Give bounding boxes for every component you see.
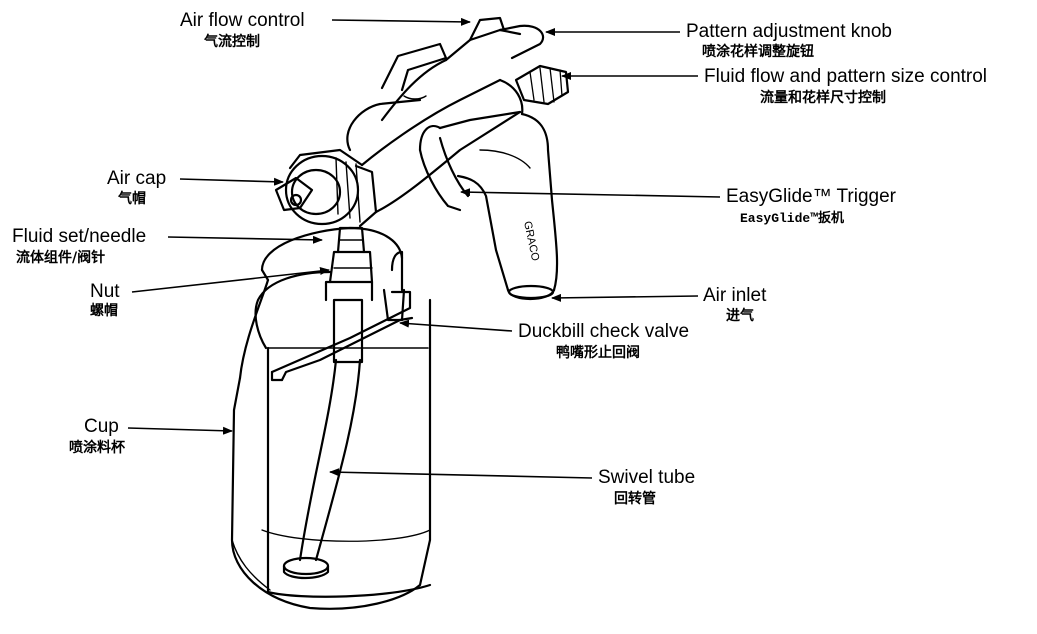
label-fluid-set-needle: Fluid set/needle — [12, 226, 147, 247]
label-cup-zh: 喷涂料杯 — [69, 440, 125, 456]
label-easyglide-trigger-zh: EasyGlide™扳机 — [740, 211, 845, 226]
leader-nut — [131, 267, 330, 293]
label-pattern-adjustment-knob: Pattern adjustment knob — [686, 21, 892, 42]
label-cup: Cup — [84, 416, 119, 437]
label-duckbill-check-valve-zh: 鸭嘴形止回阀 — [556, 345, 640, 361]
leader-air-flow-control — [331, 17, 471, 26]
nut-assembly — [324, 226, 406, 364]
callout-lines — [127, 17, 721, 479]
swivel-tube — [282, 358, 362, 580]
label-air-cap: Air cap — [107, 168, 167, 189]
label-duckbill-check-valve: Duckbill check valve — [518, 321, 690, 342]
label-air-inlet-zh: 进气 — [726, 308, 754, 324]
label-air-flow-control-zh: 气流控制 — [204, 34, 260, 50]
label-air-flow-control: Air flow control — [180, 10, 305, 31]
leader-fluid-set-needle — [167, 235, 323, 244]
brand-mark: GRACO — [521, 220, 541, 262]
gun-head — [274, 16, 570, 228]
cup-body — [230, 226, 432, 610]
label-fluid-flow-control: Fluid flow and pattern size control — [704, 66, 988, 87]
leader-duckbill-check-valve — [399, 319, 513, 332]
leader-swivel-tube — [329, 468, 593, 479]
label-nut-zh: 螺帽 — [90, 303, 118, 319]
label-easyglide-trigger: EasyGlide™ Trigger — [726, 186, 897, 207]
label-fluid-flow-control-zh: 流量和花样尺寸控制 — [760, 90, 886, 106]
label-pattern-adjustment-knob-zh: 喷涂花样调整旋钮 — [702, 44, 814, 60]
label-air-cap-zh: 气帽 — [118, 191, 146, 207]
leader-air-inlet — [551, 293, 699, 302]
label-swivel-tube-zh: 回转管 — [614, 491, 656, 507]
label-swivel-tube: Swivel tube — [598, 467, 696, 488]
gun-handle — [418, 110, 559, 300]
label-fluid-set-needle-zh: 流体组件/阀针 — [16, 250, 106, 266]
label-air-inlet: Air inlet — [703, 285, 767, 306]
leader-easyglide-trigger — [460, 188, 721, 198]
label-nut: Nut — [90, 281, 120, 302]
leader-cup — [127, 426, 233, 435]
leader-air-cap — [179, 177, 284, 186]
